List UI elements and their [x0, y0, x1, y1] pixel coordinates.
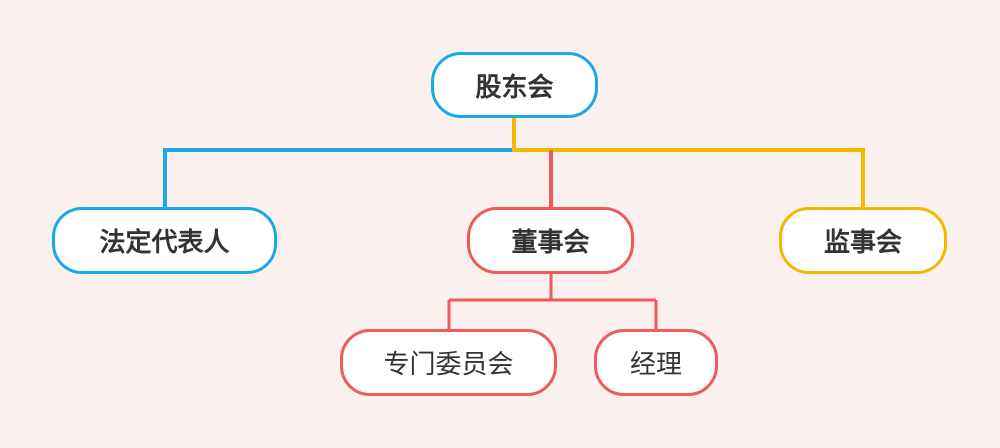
node-supervisory-board: 监事会 — [779, 207, 947, 274]
node-label: 经理 — [629, 350, 682, 380]
node-manager: 经理 — [594, 329, 718, 396]
connector-root-to-supervisory — [512, 118, 865, 207]
connector-board-to-children — [447, 274, 658, 329]
node-label: 专门委员会 — [383, 350, 514, 380]
node-label: 股东会 — [475, 72, 554, 103]
node-label: 监事会 — [823, 228, 902, 258]
node-legal-representative: 法定代表人 — [52, 207, 277, 274]
node-label: 董事会 — [511, 228, 590, 258]
connector-root-to-legal-rep — [163, 118, 516, 207]
node-special-committee: 专门委员会 — [340, 329, 557, 396]
node-board-of-directors: 董事会 — [467, 207, 634, 274]
node-label: 法定代表人 — [99, 228, 230, 258]
node-shareholders-meeting: 股东会 — [431, 52, 598, 118]
